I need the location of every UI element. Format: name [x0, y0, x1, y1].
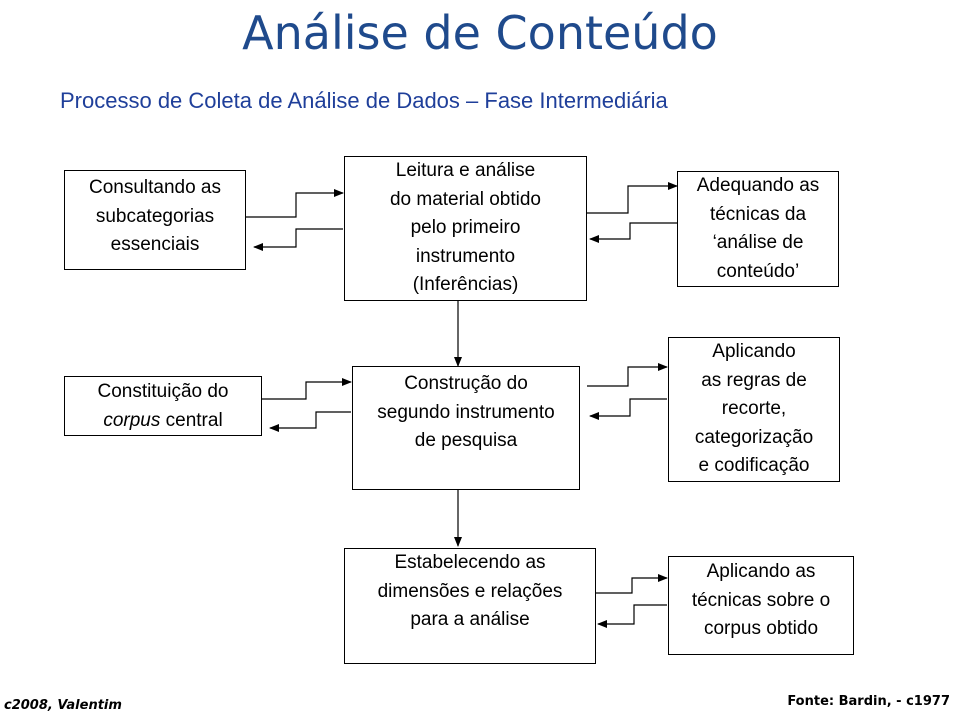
arrow-tecnicas-to-estabelecendo	[597, 604, 667, 628]
corpus-italic: corpus	[103, 409, 161, 431]
box-leitura: Leitura e análise do material obtido pel…	[344, 156, 587, 301]
page-title: Análise de Conteúdo	[242, 6, 718, 60]
page-subtitle: Processo de Coleta de Análise de Dados –…	[60, 88, 668, 113]
box-estabelecendo: Estabelecendo as dimensões e relações pa…	[344, 548, 596, 664]
box-leitura-label: Leitura e análise do material obtido pel…	[389, 160, 542, 295]
arrow-construcao-to-constituicao	[269, 411, 351, 432]
arrow-construcao-to-regras	[587, 363, 668, 387]
footer-credit: c2008, Valentim	[4, 698, 122, 713]
arrow-leitura-to-adequando	[587, 182, 678, 214]
box-aplicando-tecnicas-label: Aplicando as técnicas sobre o corpus obt…	[691, 561, 831, 639]
arrow-consultando-to-leitura	[246, 189, 344, 218]
box-adequando: Adequando as técnicas da ‘análise de con…	[677, 171, 839, 287]
box-construcao-label: Construção do segundo instrumento de pes…	[377, 373, 555, 451]
box-aplicando-tecnicas: Aplicando as técnicas sobre o corpus obt…	[668, 556, 854, 655]
box-aplicando-regras-label: Aplicando as regras de recorte, categori…	[694, 341, 814, 476]
box-estabelecendo-label: Estabelecendo as dimensões e relações pa…	[377, 552, 563, 630]
arrow-adequando-to-leitura	[589, 222, 677, 243]
box-aplicando-regras: Aplicando as regras de recorte, categori…	[668, 337, 840, 482]
constituicao-suffix: central	[160, 409, 223, 431]
box-construcao: Construção do segundo instrumento de pes…	[352, 366, 580, 490]
arrow-estabelecendo-to-tecnicas	[596, 574, 668, 594]
arrow-regras-to-construcao	[589, 398, 667, 420]
arrow-leitura-to-consultando	[253, 228, 343, 251]
box-adequando-label: Adequando as técnicas da ‘análise de con…	[696, 175, 820, 282]
box-constituicao-label: Constituição do corpus central	[65, 378, 261, 435]
box-consultando-label: Consultando as subcategorias essenciais	[88, 177, 222, 255]
constituicao-text: Constituição do	[97, 381, 229, 402]
box-constituicao: Constituição do corpus central	[64, 376, 262, 436]
box-consultando: Consultando as subcategorias essenciais	[64, 170, 246, 270]
footer-source: Fonte: Bardin, - c1977	[787, 694, 950, 709]
arrow-constituicao-to-construcao	[262, 378, 352, 400]
